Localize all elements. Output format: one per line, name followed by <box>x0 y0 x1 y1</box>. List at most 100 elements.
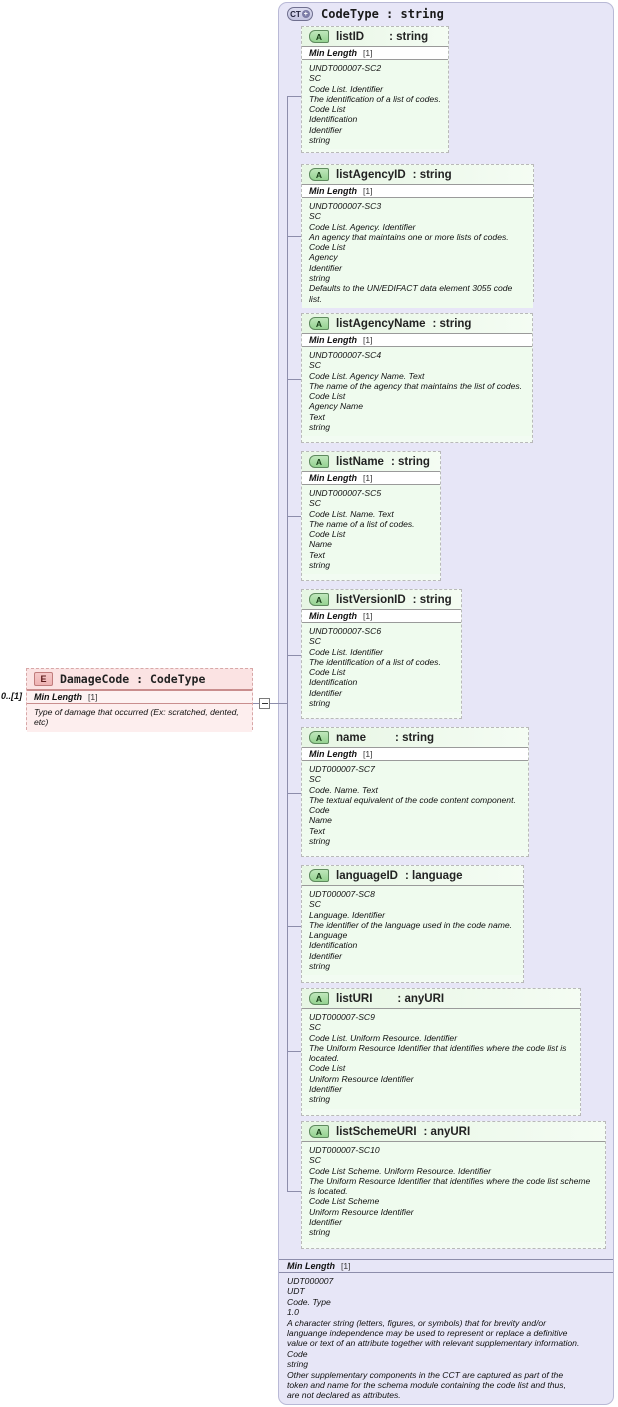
facet-name: Min Length <box>309 473 357 483</box>
attribute-listID[interactable]: A listID : string Min Length [1] UNDT000… <box>301 26 449 153</box>
facet-name: Min Length <box>287 1261 335 1271</box>
attribute-type: : anyURI <box>397 992 445 1005</box>
attribute-icon-label: A <box>315 594 323 605</box>
attribute-listAgencyID[interactable]: A listAgencyID : string Min Length [1] U… <box>301 164 534 308</box>
element-title: DamageCode : CodeType <box>60 672 206 686</box>
doc-line: Agency Name <box>309 401 363 412</box>
doc-line: Code. Name. Text <box>309 784 378 795</box>
facet-name: Min Length <box>309 749 357 759</box>
attribute-documentation: UNDT000007-SC2 SC Code List. Identifier … <box>302 60 448 150</box>
facet-min-length: Min Length [1] <box>302 610 461 623</box>
doc-line: Text <box>309 549 325 560</box>
facet-name: Min Length <box>309 611 357 621</box>
doc-line: Identifier <box>309 1217 342 1228</box>
attribute-icon: A <box>309 317 329 330</box>
doc-line: Other supplementary components in the CC… <box>287 1369 564 1380</box>
facet-min-length: Min Length [1] <box>27 690 252 704</box>
attribute-languageID[interactable]: A languageID : language UDT000007-SC8 SC… <box>301 865 524 983</box>
attribute-type: : string <box>412 168 452 181</box>
attribute-header: A listAgencyName : string <box>302 314 532 333</box>
attribute-icon: A <box>309 168 329 181</box>
doc-line: SC <box>309 73 321 84</box>
doc-line: string <box>309 1227 331 1238</box>
collapse-toggle-icon[interactable] <box>259 698 270 709</box>
doc-line: is located. <box>309 1186 348 1197</box>
attribute-listURI[interactable]: A listURI : anyURI UDT000007-SC9 SC Code… <box>301 988 581 1116</box>
connector-stub <box>287 236 301 237</box>
doc-line: string <box>309 135 331 146</box>
doc-line: UDT000007-SC10 <box>309 1145 380 1155</box>
attribute-icon-label: A <box>315 31 323 42</box>
attribute-name[interactable]: A name : string Min Length [1] UDT000007… <box>301 727 529 857</box>
doc-line: SC <box>309 1022 321 1033</box>
element-facets: Min Length [1] <box>27 689 252 704</box>
complextype-header: CT+ CodeType : string <box>279 3 613 25</box>
doc-line: Code. Type <box>287 1296 331 1307</box>
doc-line: UDT000007-SC8 <box>309 889 375 899</box>
doc-line: UNDT000007-SC6 <box>309 626 382 636</box>
connector-stub <box>287 926 301 927</box>
doc-line: Text <box>309 825 325 836</box>
doc-line: SC <box>309 211 321 222</box>
element-connector-left <box>253 703 259 704</box>
doc-line: The identification of a list of codes. <box>309 93 441 104</box>
attribute-listSchemeURI[interactable]: A listSchemeURI : anyURI UDT000007-SC10 … <box>301 1121 606 1249</box>
attribute-type: : string <box>395 731 435 744</box>
complextype-documentation: UDT000007 UDT Code. Type 1.0 A character… <box>279 1273 613 1405</box>
element-damagecode[interactable]: E DamageCode : CodeType Min Length [1] T… <box>26 668 253 732</box>
attribute-type: : language <box>404 869 463 882</box>
doc-line: UDT <box>287 1286 305 1297</box>
doc-line: SC <box>309 498 321 509</box>
attribute-facets: Min Length [1] <box>302 46 448 60</box>
attribute-name: listID <box>336 30 365 43</box>
attribute-facets: Min Length [1] <box>302 184 533 198</box>
doc-line: Identification <box>309 114 358 125</box>
attribute-type: : anyURI <box>423 1125 471 1138</box>
facet-min-length: Min Length [1] <box>302 748 528 761</box>
connector-stub <box>287 655 301 656</box>
doc-line: The Uniform Resource Identifier that ide… <box>309 1042 567 1053</box>
attribute-name: listName <box>336 455 384 468</box>
facet-name: Min Length <box>34 692 82 702</box>
attribute-type: : string <box>389 30 429 43</box>
doc-line: Code List. Agency Name. Text <box>309 370 425 381</box>
connector-stub <box>287 1051 301 1052</box>
doc-line: UDT000007-SC7 <box>309 764 375 774</box>
attribute-icon: A <box>309 731 329 744</box>
attribute-header: A listVersionID : string <box>302 590 461 609</box>
doc-line: UDT000007-SC9 <box>309 1012 375 1022</box>
doc-line: SC <box>309 774 321 785</box>
doc-line: languange independence may be used to re… <box>287 1328 568 1339</box>
element-icon-label: E <box>40 674 47 684</box>
doc-line: etc) <box>34 717 49 728</box>
attribute-documentation: UDT000007-SC9 SC Code List. Uniform Reso… <box>302 1008 580 1109</box>
complextype-icon[interactable]: CT+ <box>287 7 313 21</box>
doc-line: UDT000007 <box>287 1276 334 1286</box>
doc-line: Identifier <box>309 687 342 698</box>
attribute-icon: A <box>309 30 329 43</box>
facet-value: [1] <box>363 335 373 345</box>
doc-line: located. <box>309 1053 340 1064</box>
doc-line: Identifier <box>309 1084 342 1095</box>
attribute-type: : string <box>412 593 452 606</box>
element-icon: E <box>34 672 53 686</box>
attribute-listVersionID[interactable]: A listVersionID : string Min Length [1] … <box>301 589 462 719</box>
doc-line: Agency <box>309 252 338 263</box>
doc-line: Code List. Uniform Resource. Identifier <box>309 1032 458 1043</box>
doc-line: string <box>309 698 331 709</box>
attribute-documentation: UNDT000007-SC3 SC Code List. Agency. Ide… <box>302 198 533 308</box>
minus-glyph <box>261 703 268 704</box>
doc-line: Defaults to the UN/EDIFACT data element … <box>309 283 513 304</box>
element-documentation: Type of damage that occurred (Ex: scratc… <box>27 704 252 732</box>
doc-line: A character string (letters, figures, or… <box>287 1317 547 1328</box>
attribute-name: languageID <box>336 869 398 882</box>
doc-line: Identifier <box>309 950 342 961</box>
attribute-listAgencyName[interactable]: A listAgencyName : string Min Length [1]… <box>301 313 533 443</box>
element-header: E DamageCode : CodeType <box>27 669 252 689</box>
doc-line: Identifier <box>309 262 342 273</box>
doc-line: The textual equivalent of the code conte… <box>309 794 516 805</box>
attribute-icon: A <box>309 992 329 1005</box>
attribute-bus-line <box>287 96 288 1192</box>
attribute-facets: Min Length [1] <box>302 471 440 485</box>
attribute-listName[interactable]: A listName : string Min Length [1] UNDT0… <box>301 451 441 581</box>
